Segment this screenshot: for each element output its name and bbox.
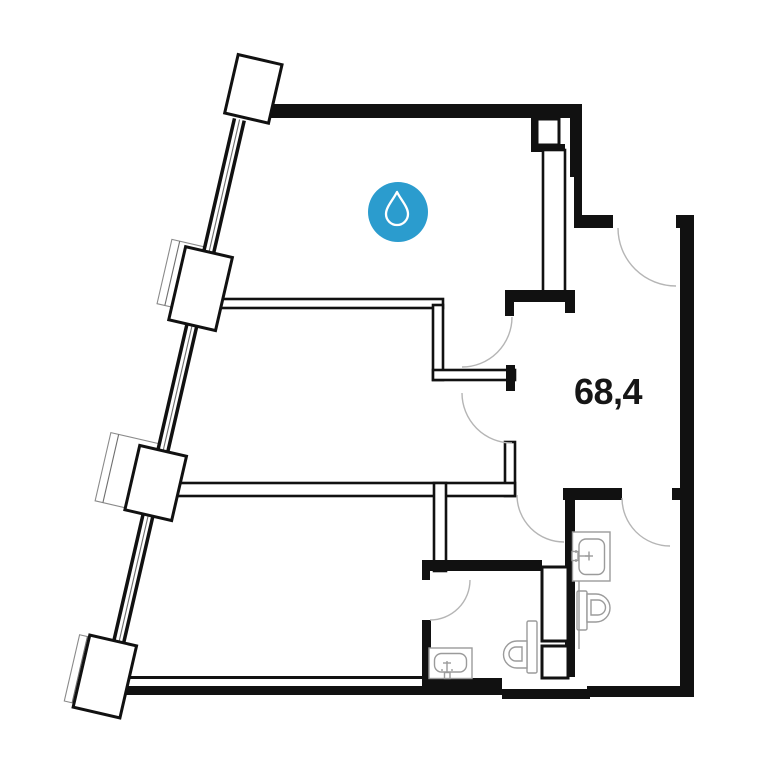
door-jamb-center <box>506 365 515 391</box>
entry-pier-top <box>222 52 284 125</box>
bathroom-right-fixtures <box>571 531 611 649</box>
shaft-box-upper <box>540 565 570 643</box>
door-arc-bathroom-left <box>429 579 471 621</box>
wall-corner-bedroom1-b <box>531 144 565 152</box>
wall-bottom-bathroom <box>422 678 502 690</box>
window-pier-2 <box>123 443 189 523</box>
duct-box-top <box>535 117 561 147</box>
window-glass-line-2 <box>102 434 120 503</box>
wall-right-outer <box>587 215 694 697</box>
sink-icon <box>571 531 611 582</box>
badge-circle <box>368 182 428 242</box>
window-glass-line-1 <box>164 241 181 306</box>
wall-corner-bedroom1-a <box>531 118 537 150</box>
wall-bedroom1-south <box>216 297 445 310</box>
wall-hall-west-upper <box>541 148 567 294</box>
wall-bedroom1-south-right <box>431 368 517 382</box>
door-arcs <box>429 227 677 621</box>
door-arc-nook <box>516 494 565 543</box>
wall-hall-horizontal-endblock <box>565 290 575 313</box>
water-drop-icon <box>384 190 410 227</box>
wall-bathright-north <box>563 488 622 500</box>
window-glass-line-3 <box>71 636 88 703</box>
wall-hall-horizontal <box>505 290 565 302</box>
sink-icon <box>428 647 473 680</box>
hall-top-stub <box>574 215 613 228</box>
area-badge <box>368 182 428 242</box>
bathroom-left-fixtures <box>428 620 538 680</box>
door-arc-bathroom-right <box>621 497 671 547</box>
shaft-box-lower <box>540 644 570 680</box>
wall-bottom-main <box>100 686 502 695</box>
area-label: 68,4 <box>574 371 643 412</box>
door-jamb-hall <box>505 290 514 316</box>
door-jamb-bathright <box>672 488 680 500</box>
wall-mid-horizontal <box>174 481 517 498</box>
toilet-icon <box>502 620 538 674</box>
door-arc-bedroom1 <box>461 316 513 368</box>
window-pier-1 <box>166 244 235 333</box>
toilet-icon <box>576 581 611 649</box>
wall-bathleft-west-stub <box>422 560 430 580</box>
wall-top <box>258 104 582 118</box>
slanted-wall-segments <box>111 117 246 646</box>
shaft-boxes <box>540 565 570 680</box>
door-arc-bedroom2 <box>461 392 513 444</box>
exterior-walls <box>100 104 694 699</box>
wall-bathleft-west <box>422 620 431 678</box>
wall-bottom-interior-line <box>127 676 424 679</box>
wall-right-upper <box>570 104 582 177</box>
door-arc-entrance <box>617 227 677 287</box>
wall-bathright-west <box>565 488 575 677</box>
wall-right-upper-step <box>574 173 582 215</box>
slanted-wall <box>63 52 284 720</box>
window-pier-3 <box>71 633 139 720</box>
wall-bottom-step <box>502 689 590 699</box>
wall-bathleft-north <box>422 560 542 571</box>
wall-nook-west <box>432 481 448 573</box>
